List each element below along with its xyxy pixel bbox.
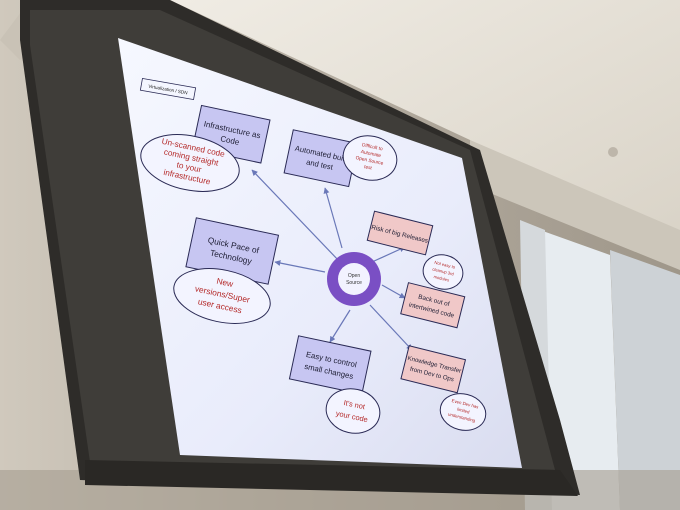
connector-quickpace — [274, 260, 326, 273]
bubble-evendev-bg — [439, 393, 487, 431]
hub-label-line-2: Source — [346, 280, 362, 286]
bubble-new-versions-super-user-access: New versions/Super user access — [173, 268, 271, 324]
bubble-difficult-line-2: Automate — [360, 149, 382, 159]
bubble-cleanup-line-2: cleanup 3rd — [432, 266, 455, 276]
connector-infrastructure — [251, 169, 341, 263]
connector-knowledge — [369, 304, 413, 351]
box-backout-bg — [400, 282, 466, 329]
bubble-newversions-line-1: New — [216, 276, 235, 289]
bubble-cleanup-bg — [422, 254, 464, 290]
bubble-not-easy-to-cleanup: Not easy to cleanup 3rd modules — [422, 254, 464, 290]
window-pane-right — [610, 250, 680, 510]
connector-risk — [371, 246, 406, 263]
bubble-cleanup-line-1: Not easy to — [434, 260, 456, 270]
box-easy-to-control-small-changes: Easy to control small changes — [288, 335, 372, 395]
bubble-cleanup-line-3: modules — [433, 274, 450, 283]
corner-label-box — [139, 77, 197, 101]
box-infrastructure-line-2: Code — [220, 134, 241, 147]
ceiling-soffit — [470, 140, 680, 270]
box-risk-of-big-releases: Risk of big Releases — [366, 210, 434, 256]
slide-diagram: Open Source Virtualization / SDN Infrast… — [139, 77, 487, 434]
bubble-notyourcode-line-1: It's not — [343, 398, 366, 411]
bubble-difficult-bg — [342, 135, 398, 181]
box-risk-bg — [366, 210, 434, 256]
box-back-out-of-intertwined-code: Back out of intertwined code — [400, 282, 466, 329]
bubble-evendev-line-3: understanding — [448, 412, 477, 424]
bubble-even-dev-limited-understanding: Even Dev has limited understanding — [439, 393, 487, 431]
bubble-notyourcode-bg — [325, 388, 381, 434]
corner-label-text: Virtualization / SDN — [148, 84, 188, 96]
screen-bottom-bar — [85, 460, 578, 496]
box-automated-build-and-test: Automated build and test — [283, 129, 359, 188]
connector-easy — [329, 309, 351, 343]
hub-inner — [338, 263, 370, 295]
bubble-evendev-line-1: Even Dev has — [451, 398, 480, 410]
connector-lines — [251, 169, 413, 351]
bubble-its-not-your-code: It's not your code — [325, 388, 381, 434]
connector-backout — [381, 284, 406, 299]
connector-automated — [323, 187, 343, 249]
bubble-difficult-line-3: Open Source — [355, 155, 384, 167]
ceiling — [170, 0, 680, 265]
hub-label-line-1: Open — [348, 273, 360, 279]
bubble-unscanned-code: Un-scanned code coming straight to your … — [140, 134, 240, 192]
corner-label: Virtualization / SDN — [139, 77, 197, 101]
box-knowledge-transfer: Knowledge Transfer from Dev to Ops — [400, 345, 467, 394]
box-knowledge-bg — [400, 345, 467, 394]
bubble-difficult-line-4: test — [364, 164, 373, 172]
bubble-evendev-line-2: limited — [457, 407, 471, 415]
box-quick-pace-of-technology: Quick Pace of Technology — [185, 217, 280, 285]
ceiling-sprinkler — [608, 147, 618, 157]
box-easy-bg — [288, 335, 372, 395]
open-source-hub: Open Source — [327, 252, 381, 306]
bubble-unscanned-bg — [140, 134, 240, 192]
bubble-difficult-to-automate: Difficult to Automate Open Source test — [342, 135, 398, 181]
bubble-difficult-line-1: Difficult to — [361, 142, 383, 152]
bubble-newversions-bg — [173, 268, 271, 324]
